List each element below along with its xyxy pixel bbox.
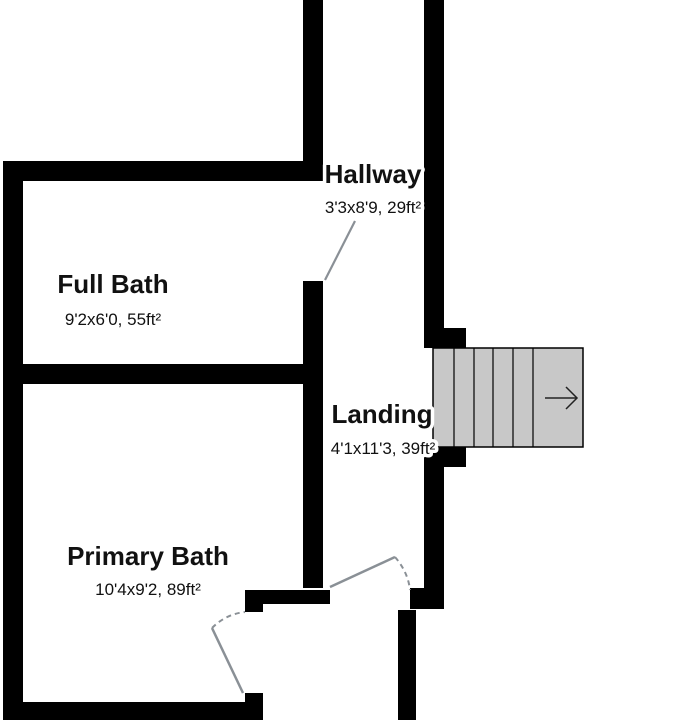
room-dims-hallway: 3'3x8'9, 29ft² [325, 198, 422, 217]
wall-lower-right [398, 610, 416, 720]
wall-bottom-primary-bath [3, 702, 263, 720]
room-name-full-bath: Full Bath [57, 269, 168, 299]
stairs [432, 347, 584, 448]
wall-hallway-left-upper [303, 0, 323, 181]
door-primary-bath [210, 627, 245, 694]
walls [3, 0, 466, 720]
door-landing-swing [394, 556, 411, 591]
wall-bath-divider [3, 364, 321, 384]
arrow-right-icon [545, 386, 579, 410]
room-labels: Hallway 3'3x8'9, 29ft² Full Bath 9'2x6'0… [57, 156, 439, 600]
room-name-hallway: Hallway [325, 159, 422, 189]
room-dims-full-bath: 9'2x6'0, 55ft² [65, 310, 162, 329]
room-dims-landing: 4'1x11'3, 39ft² [331, 439, 436, 458]
wall-door-jamb-lower [245, 693, 263, 720]
door-primary-bath-swing [211, 611, 246, 629]
wall-left-outer [3, 161, 23, 720]
wall-right-upper [424, 0, 444, 347]
wall-right-foot [410, 588, 444, 609]
room-name-landing: Landing [331, 399, 432, 429]
room-name-primary-bath: Primary Bath [67, 541, 229, 571]
wall-right-lower [424, 447, 444, 609]
wall-top-full-bath [3, 161, 321, 181]
room-dims-primary-bath: 10'4x9'2, 89ft² [95, 580, 201, 599]
wall-hallway-left-lower [303, 281, 323, 588]
door-hallway [324, 220, 356, 281]
wall-bottom-segment [245, 590, 330, 604]
wall-stair-cap-top [424, 328, 466, 348]
doors [210, 220, 411, 694]
door-landing [329, 555, 396, 589]
